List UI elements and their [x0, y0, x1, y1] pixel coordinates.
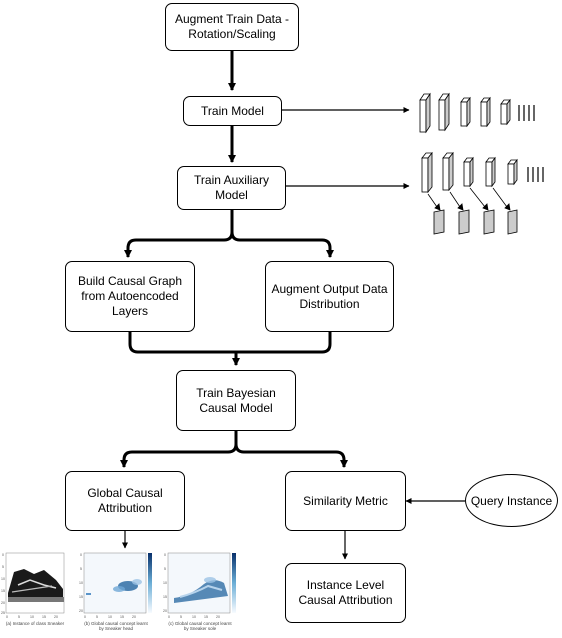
svg-text:10: 10 [192, 615, 196, 619]
similarity-metric-node: Similarity Metric [285, 471, 406, 531]
thumbnail-concept-head: 0 5 10 15 20 0 5 10 15 20 [79, 552, 152, 619]
svg-text:0: 0 [84, 615, 86, 619]
svg-text:0: 0 [168, 615, 170, 619]
svg-text:20: 20 [79, 609, 83, 613]
arrow-aux-split [124, 210, 234, 258]
train-auxiliary-model-node: Train Auxiliary Model [177, 166, 286, 210]
arrow-aux-split-right [230, 231, 334, 258]
svg-text:15: 15 [163, 595, 167, 599]
arrow-bayesian-split [120, 431, 238, 468]
autoencoder-network-icon [421, 151, 544, 235]
svg-text:20: 20 [132, 615, 136, 619]
svg-text:15: 15 [204, 615, 208, 619]
train-model-node: Train Model [183, 96, 282, 126]
svg-text:5: 5 [180, 615, 182, 619]
svg-text:5: 5 [80, 567, 82, 571]
global-causal-attribution-node: Global Causal Attribution [65, 471, 185, 531]
thumbnail-caption-instance: (a) Instance of class Sneaker [5, 621, 65, 626]
svg-text:0: 0 [164, 553, 166, 557]
svg-text:0: 0 [6, 615, 8, 619]
svg-text:10: 10 [1, 577, 5, 581]
svg-text:20: 20 [54, 615, 58, 619]
cnn-network-icon [419, 92, 535, 134]
svg-text:10: 10 [163, 581, 167, 585]
instance-level-causal-attribution-node: Instance Level Causal Attribution [285, 563, 406, 623]
train-bayesian-causal-model-node: Train Bayesian Causal Model [176, 370, 296, 431]
arrow-merge-to-bayesian [128, 332, 332, 365]
augment-train-data-node: Augment Train Data - Rotation/Scaling [165, 3, 299, 51]
svg-text:10: 10 [79, 581, 83, 585]
query-instance-node: Query Instance [465, 474, 558, 527]
build-causal-graph-node: Build Causal Graph from Autoencoded Laye… [65, 261, 195, 332]
svg-text:25: 25 [1, 611, 5, 615]
thumbnail-sneaker-instance: 0 5 10 15 20 25 0 5 10 15 20 [1, 552, 65, 619]
svg-text:15: 15 [120, 615, 124, 619]
svg-text:15: 15 [1, 589, 5, 593]
svg-text:20: 20 [216, 615, 220, 619]
thumbnail-concept-sole: 0 5 10 15 20 0 5 10 15 20 [163, 552, 236, 619]
svg-text:10: 10 [30, 615, 34, 619]
svg-text:0: 0 [2, 553, 4, 557]
augment-output-data-node: Augment Output Data Distribution [265, 261, 394, 332]
svg-text:5: 5 [96, 615, 98, 619]
svg-text:0: 0 [80, 553, 82, 557]
svg-text:20: 20 [1, 601, 5, 605]
thumbnail-caption-sole: (c) Global causal concept learnt by Snea… [168, 621, 232, 631]
svg-text:10: 10 [108, 615, 112, 619]
svg-text:15: 15 [79, 595, 83, 599]
svg-text:5: 5 [2, 565, 4, 569]
svg-text:5: 5 [18, 615, 20, 619]
svg-text:15: 15 [42, 615, 46, 619]
thumbnail-caption-head: (b) Global causal concept learnt by Snea… [84, 621, 148, 631]
arrow-bayesian-split-right [234, 443, 348, 468]
svg-text:5: 5 [164, 567, 166, 571]
svg-text:20: 20 [163, 609, 167, 613]
